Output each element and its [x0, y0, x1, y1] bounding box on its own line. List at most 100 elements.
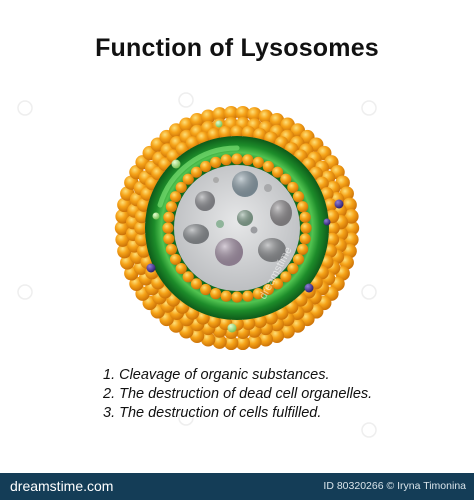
membrane-bead: [241, 125, 256, 140]
membrane-bead: [344, 232, 359, 247]
membrane-bead: [134, 209, 149, 224]
membrane-bead: [242, 154, 254, 166]
membrane-bead: [182, 173, 194, 185]
vesicle: [195, 191, 215, 211]
membrane-bead: [114, 220, 130, 236]
membrane-bead: [242, 290, 254, 302]
inner-membrane-beads: [162, 153, 312, 303]
membrane-bead: [241, 316, 256, 331]
function-number: 2.: [103, 386, 116, 402]
membrane-bead: [210, 288, 222, 300]
membrane-bead: [280, 271, 292, 283]
function-text: The destruction of cells fulfilled.: [119, 405, 322, 421]
membrane-bead: [115, 209, 130, 224]
membrane-bead: [344, 209, 359, 224]
watermark-circle-icon: [361, 284, 377, 300]
membrane-bead: [200, 332, 216, 347]
membrane-bead: [262, 283, 274, 296]
membrane-bead: [169, 253, 182, 265]
vesicle: [270, 200, 292, 226]
watermark-circle-icon: [178, 92, 194, 108]
membrane-bead: [210, 156, 222, 168]
membrane-bead: [231, 153, 243, 165]
membrane-bead: [223, 335, 239, 351]
vesicle-small: [250, 226, 258, 234]
membrane-bead: [269, 328, 285, 344]
function-text: The destruction of dead cell organelles.: [119, 386, 373, 402]
green-membrane-highlight: [157, 145, 240, 208]
protein-green: [227, 323, 237, 333]
function-number: 3.: [103, 405, 116, 421]
function-item: 1.Cleavage of organic substances.: [103, 366, 372, 385]
vesicle-small: [264, 184, 272, 192]
footer-bar: dreamstime.com ID 80320266 © Iryna Timon…: [0, 473, 474, 500]
membrane-bead: [162, 222, 174, 234]
membrane-bead: [230, 125, 244, 139]
membrane-bead: [165, 201, 177, 213]
membrane-bead: [299, 211, 311, 223]
membrane-bead: [297, 243, 309, 255]
watermark-circle-icon: [178, 410, 194, 426]
membrane-bead: [252, 288, 264, 300]
membrane-bead: [287, 262, 299, 275]
enzyme-vesicles: [183, 171, 292, 266]
membrane-bead: [190, 278, 203, 290]
membrane-bead: [258, 332, 274, 347]
watermark-circle-icon: [17, 284, 33, 300]
diagram-title: Function of Lysosomes: [95, 34, 379, 62]
membrane-bead: [344, 220, 360, 236]
footer-brand[interactable]: dreamstime.com: [10, 478, 114, 494]
protein-green: [171, 159, 181, 169]
functions-list: 1.Cleavage of organic substances. 2.The …: [103, 366, 372, 423]
membrane-bead: [163, 233, 175, 245]
membrane-bead: [292, 253, 305, 265]
membrane-bead: [115, 232, 130, 247]
function-text: Cleavage of organic substances.: [119, 367, 330, 383]
membrane-bead: [247, 334, 262, 349]
vesicle-small: [216, 220, 224, 228]
membrane-bead: [280, 173, 292, 185]
membrane-bead: [163, 211, 175, 223]
membrane-bead: [262, 160, 274, 173]
vesicle: [215, 238, 243, 266]
membrane-bead: [235, 335, 251, 351]
membrane-bead: [300, 222, 312, 234]
watermark-circle-icon: [361, 100, 377, 116]
membrane-bead: [134, 221, 148, 235]
membrane-bead: [235, 105, 251, 121]
membrane-bead: [182, 271, 194, 283]
membrane-bead: [231, 291, 243, 303]
membrane-bead: [220, 290, 232, 302]
protein-purple: [334, 199, 344, 209]
footer-image-id: ID 80320266 © Iryna Timonina: [323, 480, 466, 492]
membrane-bead: [169, 191, 182, 203]
function-item: 2.The destruction of dead cell organelle…: [103, 385, 372, 404]
membrane-bead: [200, 160, 212, 173]
function-item: 3.The destruction of cells fulfilled.: [103, 404, 372, 423]
membrane-bead: [292, 191, 305, 203]
vesicle: [183, 224, 209, 244]
membrane-bead: [271, 166, 284, 178]
protein-purple: [146, 263, 156, 273]
membrane-bead: [200, 109, 216, 124]
membrane-bead: [212, 334, 227, 349]
outer-membrane-beads: [114, 105, 360, 351]
watermark-circle-icon: [17, 100, 33, 116]
membrane-bead: [134, 232, 149, 247]
membrane-bead: [258, 109, 274, 124]
membrane-bead: [218, 125, 233, 140]
membrane-bead: [297, 201, 309, 213]
membrane-bead: [223, 105, 239, 121]
membrane-bead: [325, 232, 340, 247]
vesicle: [232, 171, 258, 197]
membrane-bead: [220, 154, 232, 166]
protein-purple: [304, 283, 314, 293]
membrane-bead: [200, 283, 212, 296]
membrane-bead: [252, 156, 264, 168]
membrane-bead: [189, 112, 205, 128]
membrane-bead: [271, 278, 284, 290]
membrane-bead: [326, 221, 340, 235]
watermark-circle-icon: [361, 422, 377, 438]
membrane-proteins: [146, 120, 344, 333]
